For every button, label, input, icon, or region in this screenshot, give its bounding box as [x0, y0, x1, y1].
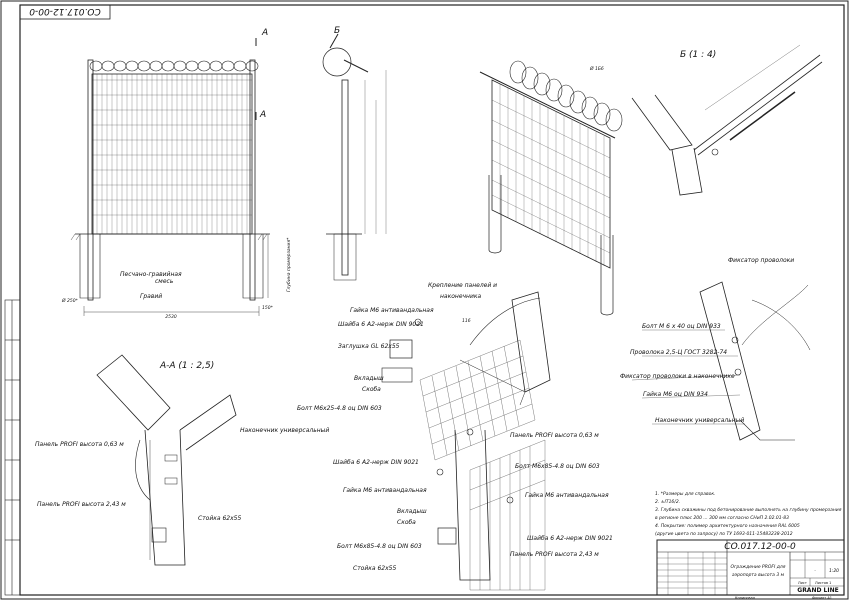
fast-cap — [389, 339, 413, 359]
clamp-tip: Наконечник универсальный — [655, 417, 744, 424]
fast-nut3: Гайка М6 антивандальная — [525, 492, 609, 499]
copied-label: Копировал — [735, 596, 755, 600]
mesh-panel-iso — [491, 79, 611, 269]
fast-bolt85b: Болт М6х85-4.8 оц DIN 603 — [337, 543, 422, 550]
fast-bracket — [437, 527, 457, 545]
left-post-front — [87, 59, 94, 301]
fast-nut1: Гайка М6 антивандальная — [350, 307, 434, 314]
section-panel243-label: Панель PROFI высота 2,43 м — [37, 501, 126, 508]
fast-washer1: Шайба 6 А2-нерж DIN 9021 — [338, 321, 424, 328]
sand-label-2: смесь — [155, 278, 174, 285]
fastening-title-2: наконечника — [440, 293, 482, 300]
iso-label: Ø 1Б6 — [589, 65, 604, 72]
isometric-view — [479, 60, 623, 316]
title-block — [656, 539, 845, 596]
fast-insert — [381, 367, 413, 383]
fast-washer2: Шайба 6 А2-нерж DIN 9021 — [333, 459, 419, 466]
sheets-label: Листов 1 — [815, 581, 831, 585]
depth-label: Глубина промерзания* — [286, 237, 292, 292]
section-tip — [179, 394, 237, 451]
clamp-wire: Проволока 2,5-Ц ГОСТ 3282-74 — [630, 349, 727, 356]
sheet-label: Лист — [798, 581, 807, 585]
brand-logo: GRAND LINE — [797, 587, 838, 594]
note-3: 3. Глубина скважины под бетонирование вы… — [655, 507, 842, 513]
format-label: Формат А1 — [812, 596, 832, 600]
section-post — [144, 429, 186, 566]
razor-wire-iso — [509, 60, 623, 132]
fast-bracket-label: Скоба — [362, 386, 381, 393]
left-foundation — [79, 234, 101, 299]
fast-panel243: Панель PROFI высота 2,43 м — [510, 551, 599, 558]
dim-width: 2530 — [165, 314, 177, 320]
clamp-clamp: Фиксатор проволоки в наконечнике — [620, 373, 735, 380]
clamp-nut: Гайка М6 оц DIN 934 — [643, 391, 708, 398]
note-4b: (другие цвета по запросу) по ТУ 1693-011… — [655, 531, 793, 537]
notes-block: 1. *Размеры для справок. 2. ±IT16/2. 3. … — [655, 491, 842, 537]
wire-clamp-view — [631, 281, 811, 441]
side-view — [322, 33, 387, 281]
note-4: 4. Покрытие: полимер архитектурного назн… — [655, 523, 800, 529]
mass-value: - — [814, 569, 816, 574]
fast-bolt25: Болт М6х25-4.8 оц DIN 603 — [297, 405, 382, 412]
ground-hatch — [70, 233, 268, 241]
dim-left: Ø 250* — [61, 297, 79, 304]
dim-right: 150* — [262, 305, 274, 311]
note-1: 1. *Размеры для справок. — [655, 491, 716, 497]
note-2: 2. ±IT16/2. — [655, 499, 680, 505]
fast-post — [454, 429, 491, 581]
cut-b-marker: Б — [334, 26, 340, 36]
left-margin-table — [4, 299, 21, 596]
gravel-label: Гравий — [140, 293, 162, 300]
fast-cap-label: Заглушка GL 62х55 — [338, 343, 400, 350]
sand-label-1: Песчано-гравийная — [120, 271, 182, 278]
fast-mesh-upper — [419, 339, 536, 461]
fast-mesh-lower — [469, 439, 546, 591]
cut-a-top: А — [261, 28, 268, 38]
fast-panel063: Панель PROFI высота 0,63 м — [510, 432, 599, 439]
section-panel063-label: Панель PROFI высота 0,63 м — [35, 441, 124, 448]
scale-value: 1:20 — [829, 568, 839, 574]
fast-insert2: Вкладыш — [397, 508, 427, 515]
section-aa — [96, 354, 237, 566]
fast-bolt85a: Болт М6х85-4.8 оц DIN 603 — [515, 463, 600, 470]
fast-post-label: Стойка 62х55 — [353, 565, 396, 572]
fast-wire-no: 116 — [462, 318, 471, 324]
section-post-label: Стойка 62х55 — [198, 515, 241, 522]
top-code-stamp: СО.017.12-00-0 — [19, 4, 111, 20]
fast-nut2: Гайка М6 антивандальная — [343, 487, 427, 494]
fast-bracket2: Скоба — [397, 519, 416, 526]
front-view — [70, 38, 270, 316]
fast-tip — [511, 291, 551, 393]
right-post-front — [249, 59, 256, 301]
section-tip-label: Наконечник универсальный — [240, 427, 329, 434]
section-angle-top — [96, 354, 171, 431]
title-line-1: Ограждение PROFI для — [731, 564, 786, 570]
view-b-title: Б (1 : 4) — [680, 50, 716, 60]
mesh-iso — [491, 84, 611, 266]
inner-frame — [19, 4, 845, 596]
razor-wire-front — [89, 60, 259, 72]
title-code: СО.017.12-00-0 — [724, 542, 796, 552]
top-code: СО.017.12-00-0 — [29, 6, 101, 16]
right-foundation — [242, 234, 264, 299]
wire-clamp-title: Фиксатор проволоки — [728, 257, 794, 264]
side-post — [341, 79, 349, 276]
title-line-2: аэропорта высота 3 м — [732, 572, 785, 578]
mesh-front — [92, 74, 252, 234]
iso-right-foot — [600, 235, 614, 316]
note-3b: в регионе плюс 200 ... 300 мм согласно С… — [655, 515, 789, 521]
fastening-view — [381, 291, 551, 591]
cut-a-bottom: А — [259, 110, 266, 120]
fast-insert-label: Вкладыш — [354, 375, 384, 382]
section-aa-title: А-А (1 : 2,5) — [159, 361, 214, 371]
fast-washer3: Шайба 6 А2-нерж DIN 9021 — [527, 535, 613, 542]
fastening-title-1: Крепление панелей и — [428, 282, 497, 289]
iso-left-foot — [488, 175, 502, 254]
side-wire-coil — [322, 47, 352, 77]
view-b-detail — [631, 44, 823, 196]
clamp-bolt: Болт М 6 х 40 оц DIN 933 — [642, 323, 721, 330]
